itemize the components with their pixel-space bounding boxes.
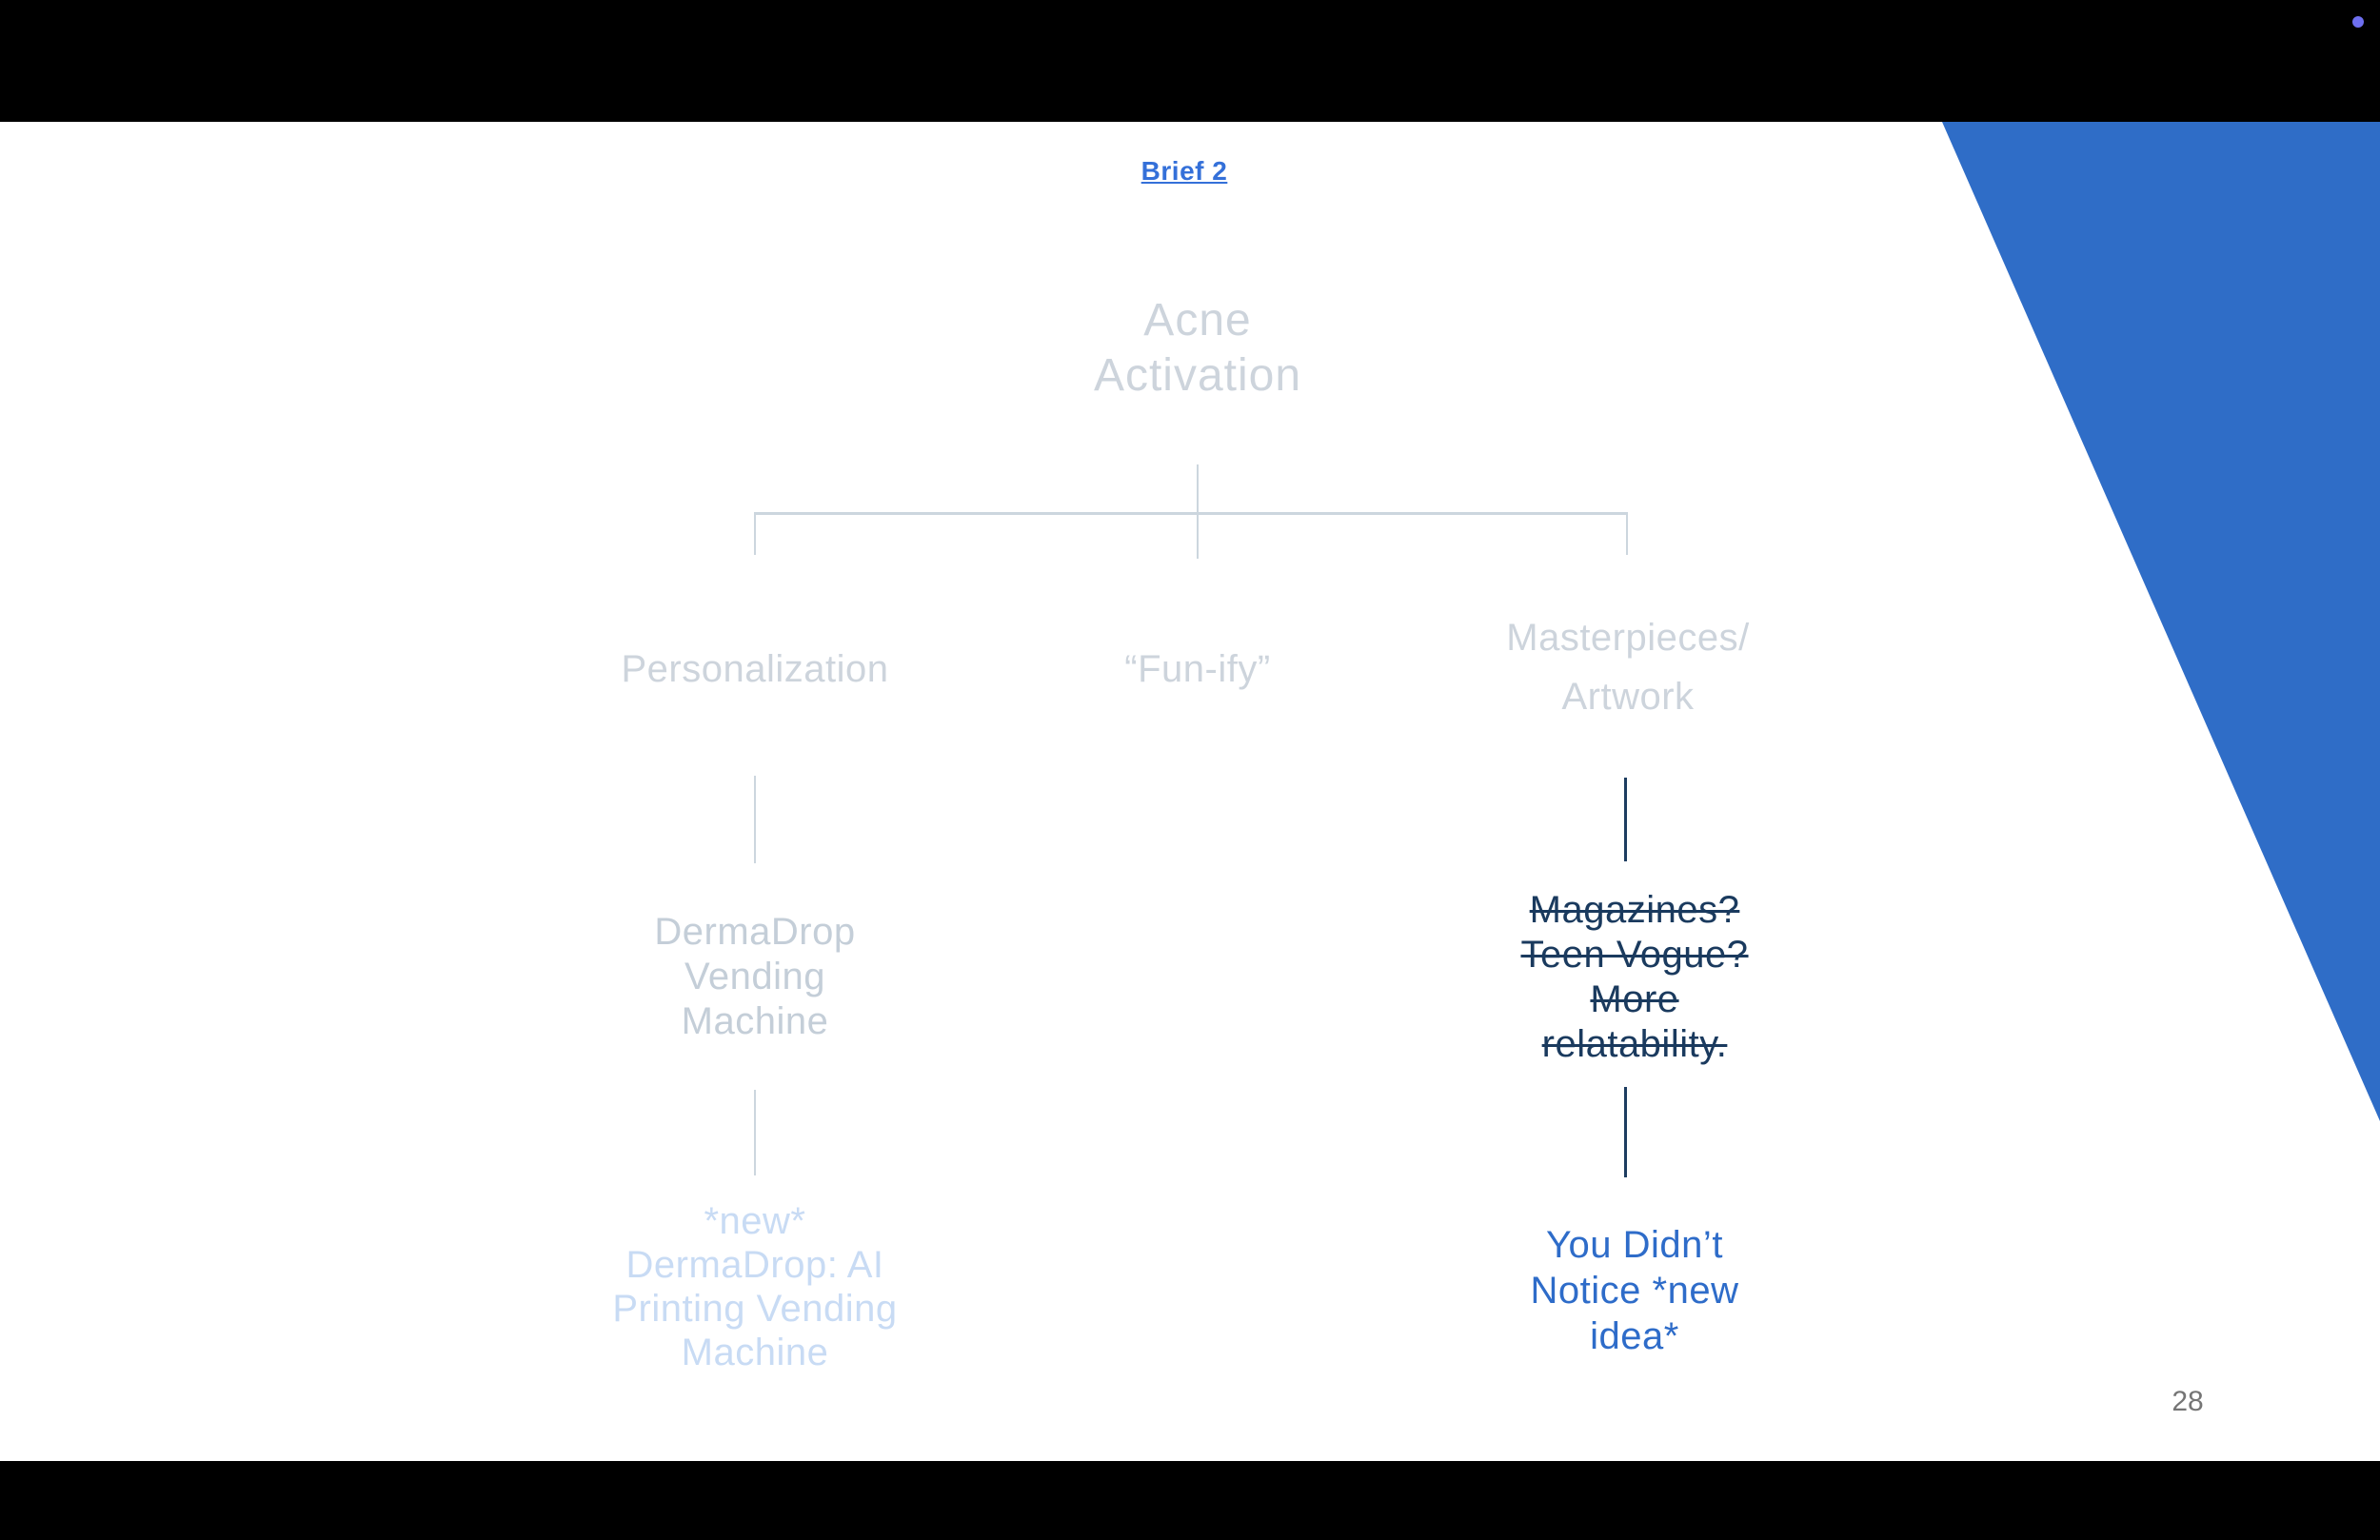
connector-drop-center [1197, 515, 1199, 559]
brief-2-link[interactable]: Brief 2 [1140, 156, 1228, 186]
blue-diagonal-accent-shape [1942, 122, 2380, 1121]
tree-root-title: Acne Activation [1093, 295, 1302, 401]
connector-magazines-child [1624, 1087, 1627, 1177]
branch-personalization: Personalization [621, 648, 889, 690]
node-dermadrop-vending-machine: DermaDrop Vending Machine [654, 911, 856, 1042]
bottom-letterbox-bar [0, 1461, 2380, 1540]
purple-dot-icon [2352, 16, 2364, 28]
connector-horizontal-bar [754, 512, 1628, 515]
branch-fun-ify: “Fun-ify” [1124, 648, 1271, 690]
connector-drop-right [1626, 515, 1628, 555]
connector-root-stem [1197, 464, 1199, 512]
node-you-didnt-notice-new-idea: You Didn’t Notice *new idea* [1530, 1224, 1739, 1357]
node-new-dermadrop-ai-printing: *new* DermaDrop: AI Printing Vending Mac… [612, 1200, 898, 1373]
connector-personalization-child [754, 776, 756, 863]
connector-drop-left [754, 515, 756, 555]
connector-masterpieces-child [1624, 778, 1627, 861]
branch-masterpieces-artwork: Masterpieces/ Artwork [1506, 617, 1750, 718]
top-letterbox-bar [0, 0, 2380, 122]
slide-canvas: Brief 2 Acne Activation Personalization … [0, 122, 2380, 1461]
connector-dermadrop-child [754, 1090, 756, 1175]
page-number: 28 [2172, 1386, 2204, 1417]
node-magazines-strikethrough: Magazines? Teen Vogue? More relatability… [1520, 889, 1749, 1065]
